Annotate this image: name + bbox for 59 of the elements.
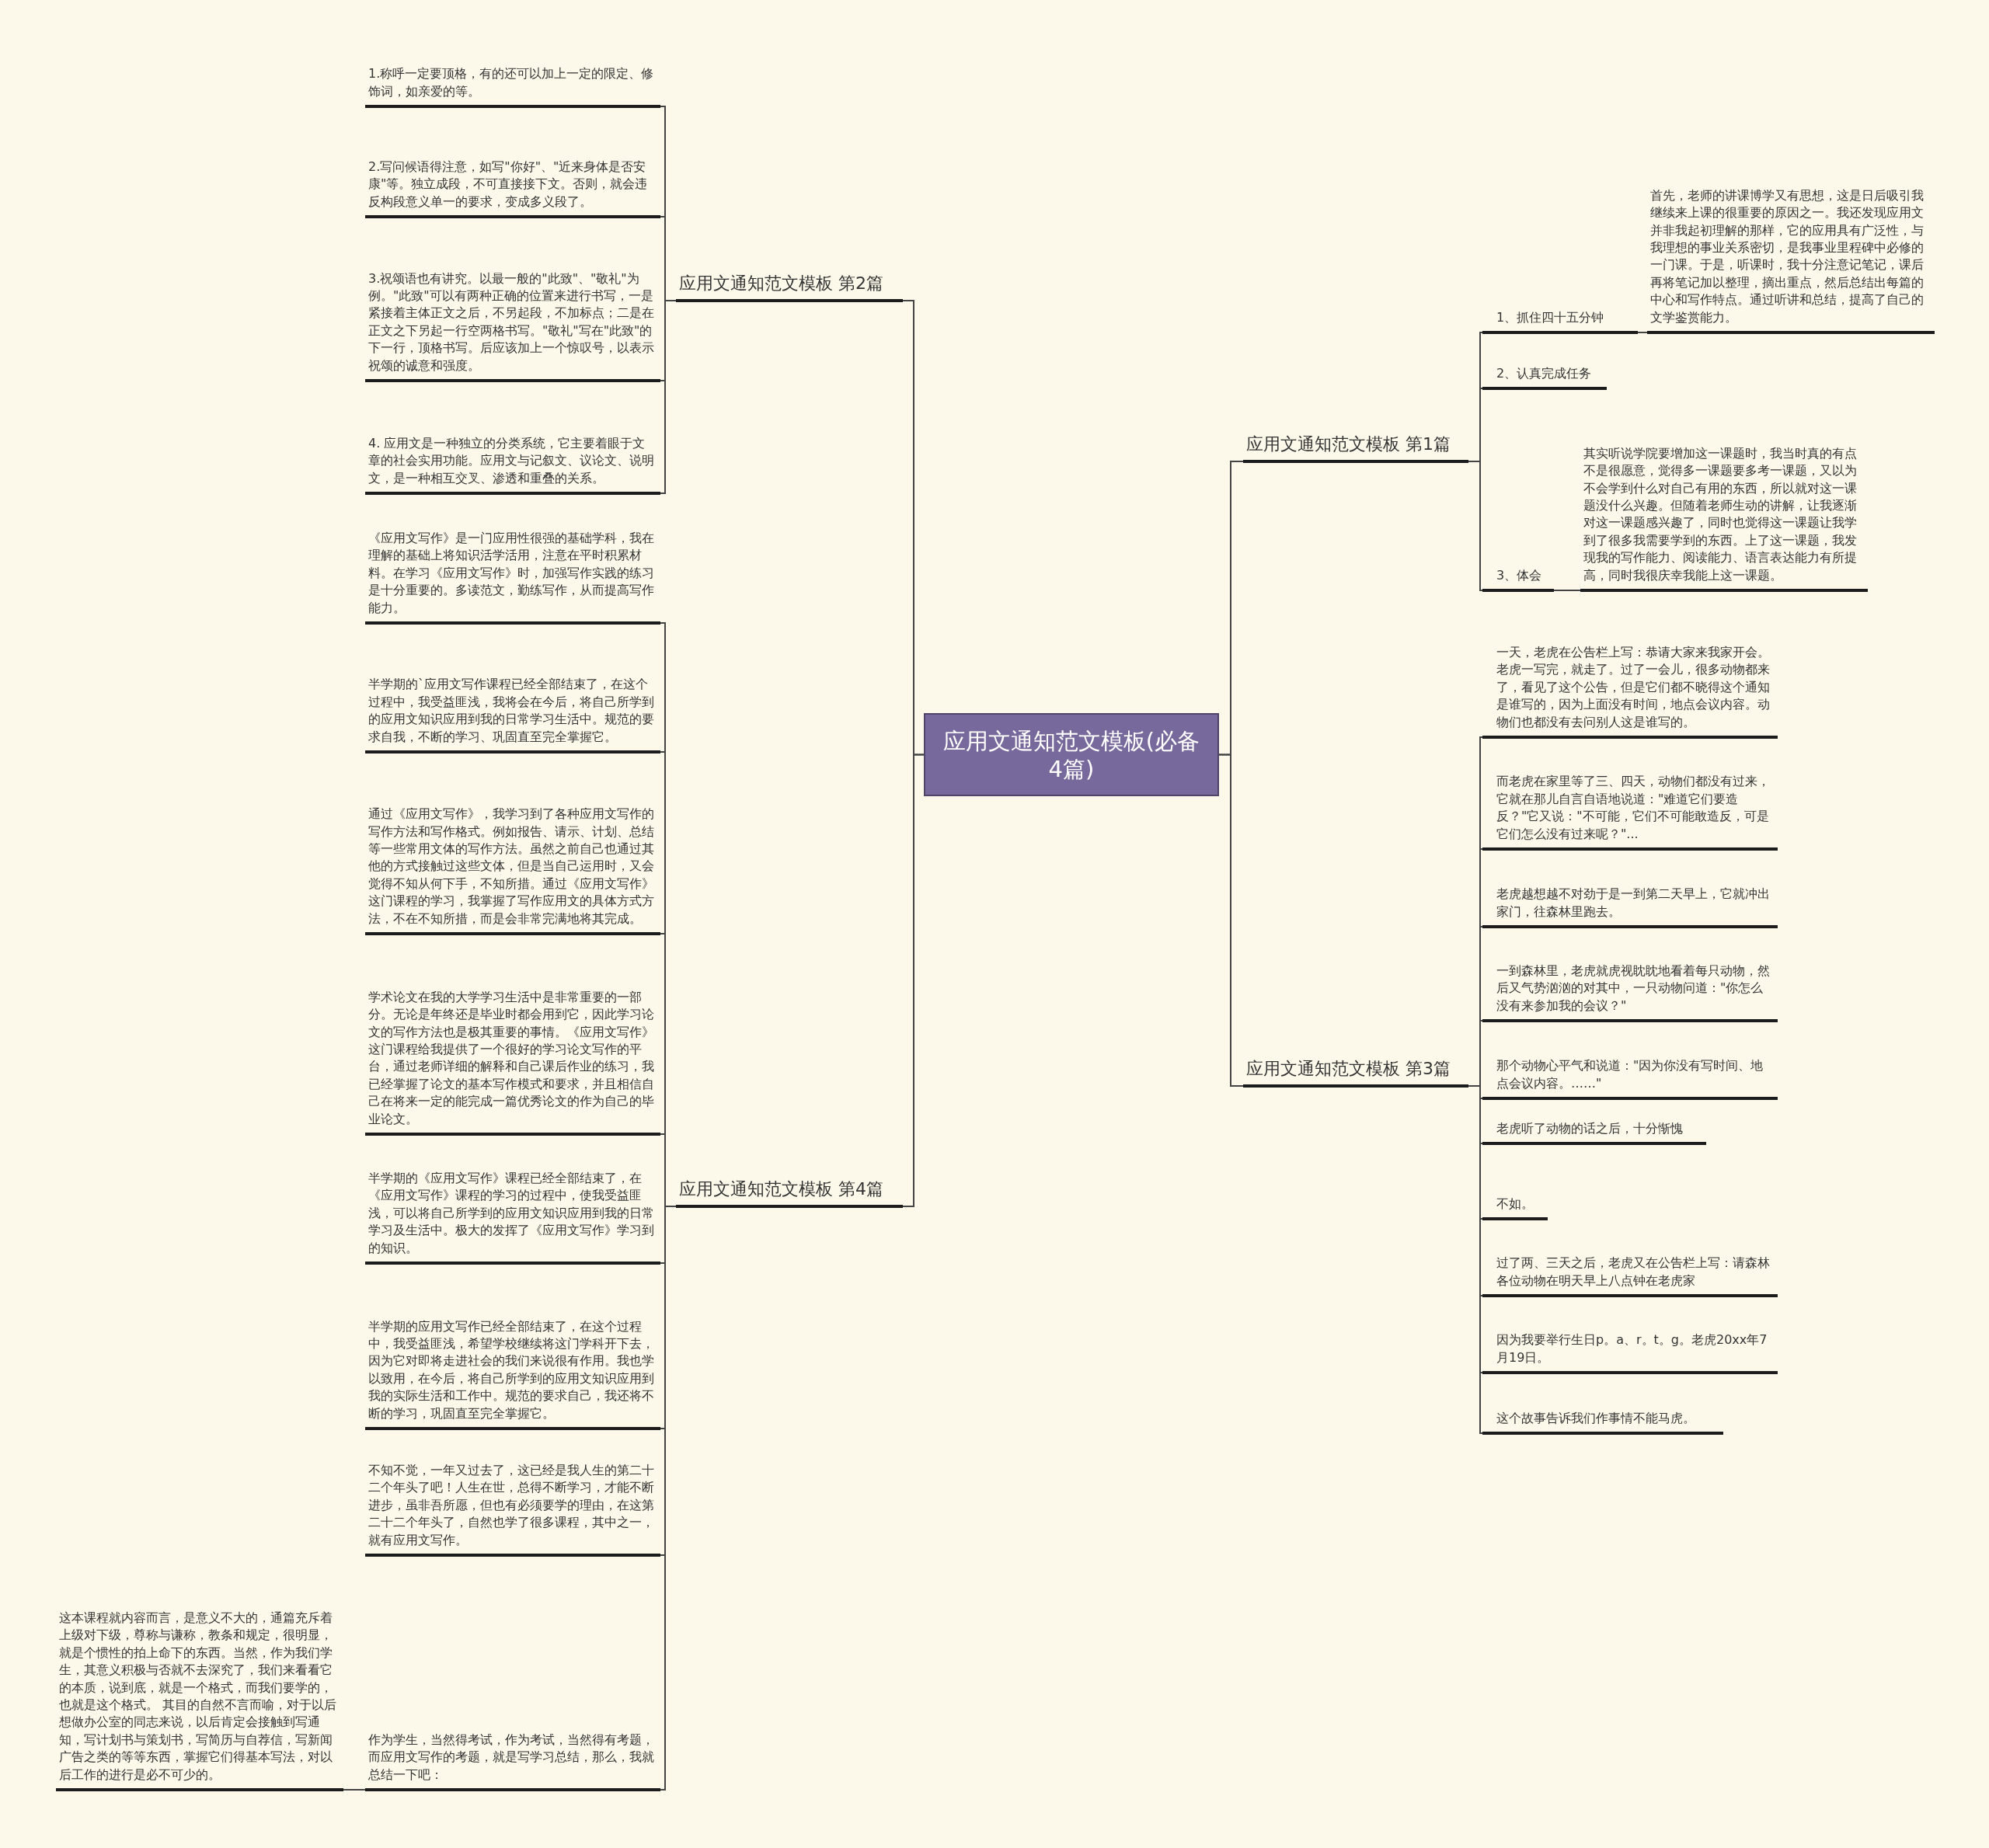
connector-line: [1468, 461, 1483, 591]
topic-underline: [1482, 962, 1778, 1022]
topic-underline: [1482, 1409, 1723, 1435]
connector-line: [660, 1206, 677, 1791]
connector-line: [1218, 753, 1244, 1087]
topic-text: 老虎越想越不对劲于是一到第二天早上，它就冲出家门，往森林里跑去。: [1496, 886, 1771, 921]
topic-underline: [365, 158, 660, 218]
topic-text: 一天，老虎在公告栏上写：恭请大家来我家开会。老虎一写完，就走了。过了一会儿，很多动物都来了，看见了这个公告，但是它们都不晓得这个通知是谁写的，因为上面没有时间，地点会议内容。动物们也都没有去问别人这是谁写的。: [1496, 643, 1771, 731]
topic-underline: [365, 1731, 660, 1791]
branch-topic-underline: [676, 273, 903, 302]
topic-underline: [365, 434, 660, 495]
topic-text: 学术论文在我的大学学习生活中是非常重要的一部分。无论是年终还是毕业时都会用到它，因此学习论文的写作方法也是极其重要的事情。《应用文写作》这门课程给我提供了一个很好的学习论文写作的平台，通过老师详细的解释和自己课后作业的练习，我已经掌握了论文的基本写作模式和要求，并且相信自己在将来一定的能完成一篇优秀论文的作为自己的毕业论文。: [368, 988, 655, 1128]
connector-line: [1637, 332, 1648, 333]
branch-topic-underline: [1243, 1058, 1468, 1088]
topic-underline: [1482, 1255, 1778, 1297]
topic-text: 过了两、三天之后，老虎又在公告栏上写：请森林各位动物在明天早上八点钟在老虎家: [1496, 1255, 1771, 1289]
topic-text: 2.写问候语得注意，如写"你好"、"近来身体是否安康"等。独立成段，不可直接接下文。否则，就会违反构段意义单一的要求，变成多义段了。: [368, 158, 649, 211]
topic-underline: [1482, 1057, 1778, 1100]
topic-text: 3、体会: [1496, 566, 1543, 584]
topic-text: 一到森林里，老虎就虎视眈眈地看着每只动物，然后又气势汹汹的对其中，一只动物问道："你怎么没有来参加我的会议？": [1496, 962, 1771, 1014]
topic-text: 半学期的应用文写作已经全部结束了，在这个过程中，我受益匪浅，希望学校继续将这门学科开下去，因为它对即将走进社会的我们来说很有作用。我也学以致用，在今后，将自己所学到的应用文知识应用到我的实际生活和工作中。规范的要求自己，我还将不断的学习，巩固直至完全掌握它。: [368, 1317, 655, 1422]
topic-text: 这个故事告诉我们作事情不能马虎。: [1496, 1409, 1696, 1427]
connector-line: [343, 1789, 366, 1791]
connector-line: [902, 753, 925, 1207]
topic-text: 这本课程就内容而言，是意义不大的，通篇充斥着上级对下级，尊称与谦称，教条和规定，很明显，就是个惯性的拍上命下的东西。当然，作为我们学生，其意义积极与否就不去深究了，我们来看看它的本质，说到底，就是一个格式，而我们要学的，也就是这个格式。 其目的自然不言而喻，对于以后想做办公室的同志来说，以后肯定会接触到写通知，写计划书与策划书，写简历与自荐信，写新闻广告之类的等等东西，掌握它们得基本写法，对以后工作的进行是必不可少的。: [59, 1609, 338, 1784]
topic-underline: [1482, 1331, 1778, 1374]
topic-underline: [365, 65, 660, 108]
topic-text: 2、认真完成任务: [1496, 364, 1593, 382]
topic-text: 而老虎在家里等了三、四天，动物们都没有过来，它就在那儿自言自语地说道："难道它们要造反？"它又说："不可能，它们不可能敢造反，可是它们怎么没有过来呢？"...: [1496, 773, 1771, 843]
connector-line: [1468, 1085, 1483, 1434]
topic-text: 不如。: [1496, 1195, 1534, 1213]
topic-text: 那个动物心平气和说道："因为你没有写时间、地点会议内容。……": [1496, 1057, 1764, 1092]
topic-text: 4. 应用文是一种独立的分类系统，它主要着眼于文章的社会实用功能。应用文与记叙文、议论文、说明文，是一种相互交叉、渗透和重叠的关系。: [368, 434, 655, 487]
topic-underline: [1482, 1119, 1706, 1145]
branch-topic-text: 应用文通知范文模板 第1篇: [1246, 433, 1451, 455]
branch-topic-text: 应用文通知范文模板 第4篇: [679, 1178, 884, 1200]
topic-underline: [1482, 364, 1607, 390]
topic-text: 1、抓住四十五分钟: [1496, 308, 1605, 326]
topic-text: 1.称呼一定要顶格，有的还可以加上一定的限定、修饰词，如亲爱的等。: [368, 65, 655, 100]
branch-topic-underline: [676, 1178, 903, 1208]
topic-text: 半学期的`应用文写作课程已经全部结束了，在这个过程中，我受益匪浅，我将会在今后，将自己所学到的应用文知识应用到我的日常学习生活中。规范的要求自我，不断的学习、巩固直至完全掌握它。: [368, 676, 655, 746]
topic-text: 3.祝颂语也有讲究。以最一般的"此致"、"敬礼"为例。"此致"可以有两种正确的位置来进行书写，一是紧接着主体正文之后，不另起段，不加标点；二是在正文之下另起一行空两格书写。"敬礼"写在"此致"的下一行，顶格书写。后应该加上一个惊叹号，以表示祝颂的诚意和强度。: [368, 270, 655, 374]
topic-text: 作为学生，当然得考试，作为考试，当然得有考题，而应用文写作的考题，就是写学习总结，那么，我就总结一下吧：: [368, 1731, 655, 1784]
topic-underline: [1482, 773, 1778, 851]
topic-text: 《应用文写作》是一门应用性很强的基础学科，我在理解的基础上将知识活学活用，注意在平时积累材料。在学习《应用文写作》时，加强写作实践的练习是十分重要的。多读范文，勤练写作，从而提高写作能力。: [368, 529, 655, 617]
topic-text: 通过《应用文写作》，我学习到了各种应用文写作的写作方法和写作格式。例如报告、请示、计划、总结等一些常用文体的写作方法。虽然之前自己也通过其他的方式接触过这些文体，但是当自己运用时，又会觉得不知从何下手，不知所措。通过《应用文写作》这门课程的学习，我掌握了写作应用文的具体方式方法，不在不知所措，而是会非常完满地将其完成。: [368, 806, 655, 927]
central-topic-box: [924, 713, 1219, 796]
connector-line: [1553, 590, 1581, 591]
central-topic-text: 应用文通知范文模板(必备4篇): [942, 726, 1201, 783]
topic-text: 因为我要举行生日p。a、r。t。g。老虎20xx年7月19日。: [1496, 1331, 1768, 1366]
branch-topic-underline: [1243, 433, 1468, 463]
topic-text: 其实听说学院要增加这一课题时，我当时真的有点不是很愿意，觉得多一课题要多考一课题，又以为不会学到什么对自己有用的东西，所以就对这一课题没什么兴趣。但随着老师生动的讲解，让我逐渐对这一课题感兴趣了，同时也觉得这一课题让我学到了很多我需要学到的东西。上了这一课题，我发现我的写作能力、阅读能力、语言表达能力有所提高，同时我很庆幸我能上这一课题。: [1583, 444, 1858, 584]
branch-topic-text: 应用文通知范文模板 第3篇: [1246, 1058, 1451, 1080]
topic-text: 老虎听了动物的话之后，十分惭愧: [1496, 1119, 1684, 1137]
topic-text: 首先，老师的讲课博学又有思想，这是日后吸引我继续来上课的很重要的原因之一。我还发现应用文并非我起初理解的那样，它的应用具有广泛性，与我理想的事业关系密切，是我事业里程碑中必修的一门课。于是，听课时，我十分注意记笔记，课后再将笔记加以整理，摘出重点，然后总结出每篇的中心和写作特点。通过听讲和总结，提高了自己的文学鉴赏能力。: [1650, 186, 1925, 326]
topic-underline: [1482, 886, 1778, 928]
topic-text: 半学期的《应用文写作》课程已经全部结束了，在《应用文写作》课程的学习的过程中，使我受益匪浅，可以将自己所学到的应用文知识应用到我的日常学习及生活中。极大的发挥了《应用文写作》学习到的知识。: [368, 1169, 655, 1257]
topic-text: 不知不觉，一年又过去了，这已经是我人生的第二十二个年头了吧！人生在世，总得不断学习，才能不断进步，虽非吾所愿，但也有必须要学的理由，在这第二十二个年头了，自然也学了很多课程，其中之一，就有应用文写作。: [368, 1461, 655, 1549]
branch-topic-text: 应用文通知范文模板 第2篇: [679, 273, 884, 294]
